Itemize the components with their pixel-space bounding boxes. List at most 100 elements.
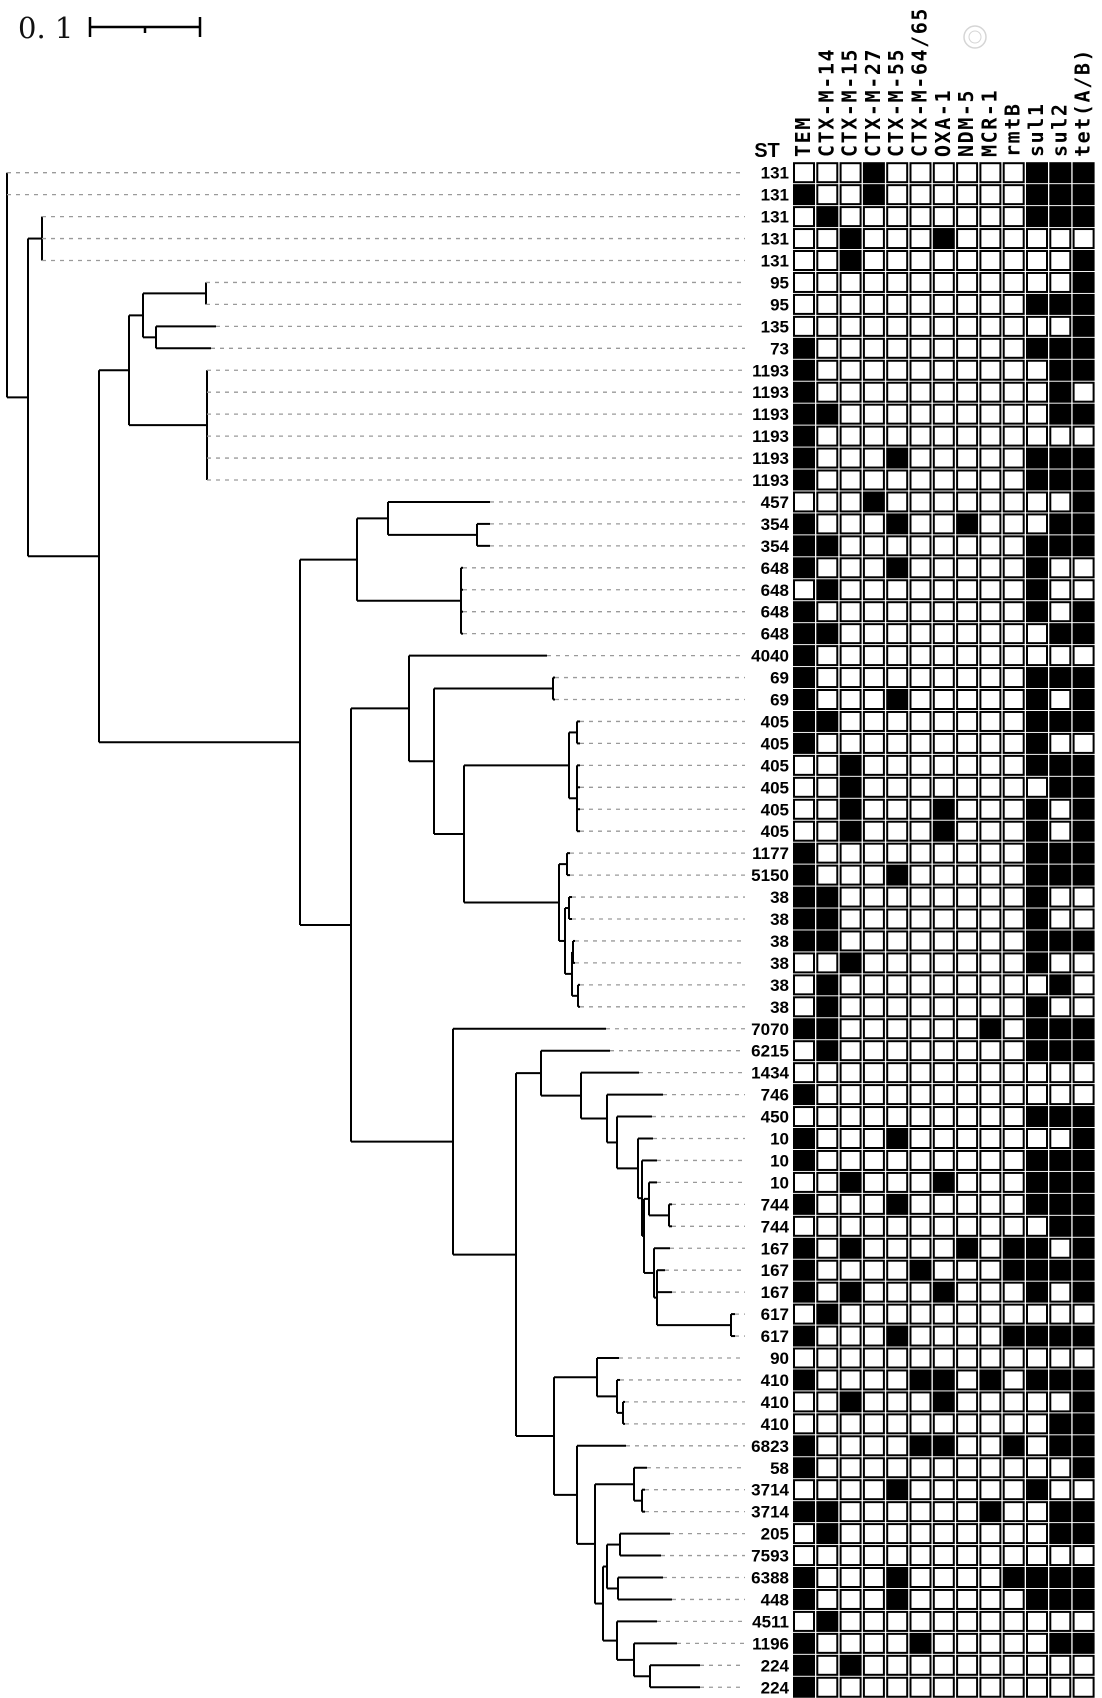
cell-absent <box>816 1567 839 1588</box>
cell-absent <box>816 491 839 513</box>
cell-present <box>1072 250 1095 271</box>
cell-absent <box>862 447 885 469</box>
cell-absent <box>956 667 979 689</box>
cell-absent <box>1049 886 1072 908</box>
cell-present <box>1026 1479 1048 1501</box>
cell-present <box>793 513 815 535</box>
cell-absent <box>979 645 1002 667</box>
cell-present <box>886 557 909 579</box>
cell-absent <box>839 1193 862 1215</box>
st-label: 38 <box>770 976 789 995</box>
cell-absent <box>932 162 955 184</box>
cell-present <box>1072 1588 1095 1610</box>
cell-absent <box>909 381 932 403</box>
cell-absent <box>979 1479 1002 1501</box>
cell-absent <box>816 1588 839 1610</box>
cell-absent <box>932 974 955 996</box>
cell-absent <box>1026 1413 1048 1435</box>
cell-present <box>886 1567 909 1588</box>
cell-absent <box>909 996 932 1018</box>
cell-absent <box>862 1281 885 1303</box>
cell-absent <box>862 1369 885 1391</box>
cell-absent <box>886 1654 909 1676</box>
cell-absent <box>886 1632 909 1654</box>
cell-present <box>1049 1632 1072 1654</box>
cell-present <box>1049 1215 1072 1237</box>
cell-absent <box>932 271 955 293</box>
cell-present <box>1072 776 1095 798</box>
cell-present <box>1072 820 1095 842</box>
cell-absent <box>979 491 1002 513</box>
cell-absent <box>862 1501 885 1523</box>
cell-absent <box>932 1676 955 1698</box>
matrix-row <box>793 842 1095 864</box>
cell-absent <box>886 403 909 425</box>
cell-absent <box>1002 381 1025 403</box>
gene-header-label: TEM <box>791 116 815 157</box>
cell-absent <box>956 776 979 798</box>
st-labels: 1311311311311319595135731193119311931193… <box>751 164 789 1698</box>
cell-absent <box>839 513 862 535</box>
cell-absent <box>1026 1610 1048 1632</box>
gene-header-label: NDM-5 <box>954 89 978 157</box>
cell-absent <box>1026 1676 1048 1698</box>
cell-absent <box>816 337 839 359</box>
cell-absent <box>932 864 955 886</box>
cell-absent <box>979 1128 1002 1149</box>
cell-absent <box>979 1391 1002 1413</box>
st-label: 38 <box>770 888 789 907</box>
cell-present <box>1026 1018 1048 1040</box>
st-label: 95 <box>770 295 789 314</box>
cell-absent <box>1072 908 1095 930</box>
gene-header-label: sul2 <box>1047 102 1071 157</box>
cell-present <box>1049 1369 1072 1391</box>
matrix-row <box>793 864 1095 886</box>
st-label: 6388 <box>751 1569 789 1588</box>
cell-absent <box>793 996 815 1018</box>
cell-absent <box>816 1237 839 1259</box>
cell-absent <box>932 579 955 601</box>
matrix-row <box>793 315 1095 337</box>
cell-absent <box>886 206 909 228</box>
cell-absent <box>909 403 932 425</box>
matrix-row <box>793 974 1095 996</box>
cell-absent <box>839 1435 862 1457</box>
st-label: 7593 <box>751 1547 789 1566</box>
cell-present <box>793 908 815 930</box>
cell-absent <box>932 513 955 535</box>
matrix-row <box>793 1523 1095 1545</box>
cell-present <box>932 1171 955 1193</box>
cell-absent <box>886 1215 909 1237</box>
cell-absent <box>793 1347 815 1369</box>
cell-absent <box>909 513 932 535</box>
cell-present <box>839 820 862 842</box>
st-label: 10 <box>770 1130 789 1149</box>
cell-absent <box>979 1215 1002 1237</box>
cell-present <box>1049 864 1072 886</box>
cell-absent <box>862 557 885 579</box>
cell-absent <box>979 513 1002 535</box>
cell-absent <box>932 425 955 447</box>
cell-present <box>1072 1193 1095 1215</box>
cell-present <box>793 469 815 491</box>
cell-present <box>793 1654 815 1676</box>
gene-header-label: rmtB <box>1001 102 1025 157</box>
cell-absent <box>956 930 979 952</box>
cell-absent <box>932 250 955 271</box>
cell-absent <box>1002 1347 1025 1369</box>
cell-present <box>886 1588 909 1610</box>
cell-absent <box>886 1040 909 1062</box>
cell-absent <box>886 271 909 293</box>
st-label: 744 <box>761 1217 790 1236</box>
cell-absent <box>886 250 909 271</box>
cell-absent <box>932 1062 955 1084</box>
cell-absent <box>1002 1040 1025 1062</box>
cell-present <box>793 645 815 667</box>
cell-present <box>793 1193 815 1215</box>
cell-present <box>793 1128 815 1149</box>
cell-present <box>816 930 839 952</box>
cell-absent <box>862 1523 885 1545</box>
cell-absent <box>886 1391 909 1413</box>
cell-absent <box>816 162 839 184</box>
